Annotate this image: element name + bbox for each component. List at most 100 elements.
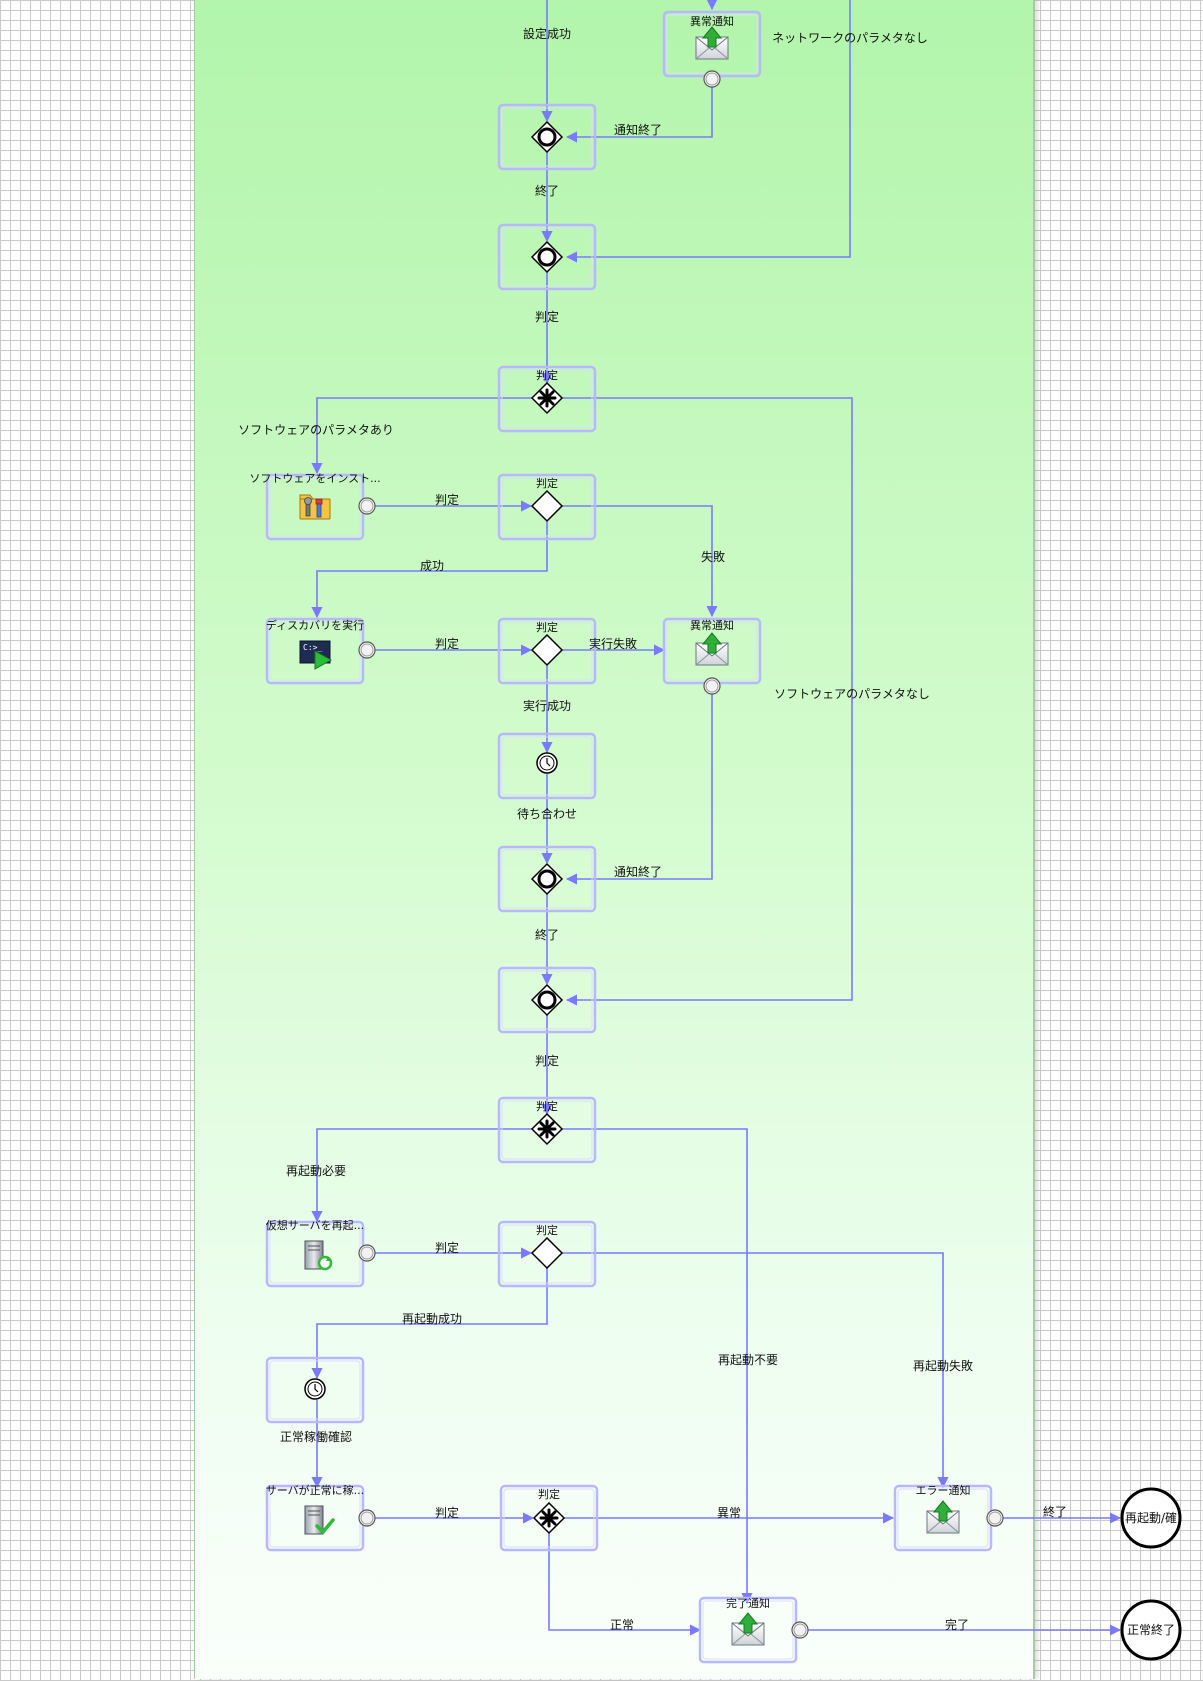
reboot-node[interactable]: 仮想サーバを再起... bbox=[265, 1218, 376, 1288]
console-execute-icon bbox=[299, 640, 332, 670]
swimlane bbox=[194, 0, 1035, 1679]
complex-node[interactable]: 判定 bbox=[497, 1096, 597, 1164]
merge-gateway-icon bbox=[530, 240, 564, 274]
merge-node[interactable] bbox=[497, 845, 597, 913]
edge-label: 判定 bbox=[535, 309, 559, 324]
node-title: 完了通知 bbox=[726, 1596, 770, 1610]
edge-label: 判定 bbox=[535, 1053, 559, 1068]
edge-label: 終了 bbox=[535, 927, 559, 942]
mail-node[interactable]: 異常通知 bbox=[662, 617, 762, 695]
edge-label: 通知終了 bbox=[614, 864, 662, 879]
node-title: 判定 bbox=[536, 476, 558, 490]
edge-label: ソフトウェアのパラメタあり bbox=[238, 423, 394, 437]
edge-label: 異常 bbox=[717, 1506, 741, 1520]
edge-label: ネットワークのパラメタなし bbox=[772, 31, 928, 45]
node-title: ソフトウェアをインスト... bbox=[249, 472, 380, 485]
complex-node[interactable]: 判定 bbox=[499, 1484, 599, 1552]
output-port-icon[interactable] bbox=[791, 1621, 809, 1639]
merge-gateway-icon bbox=[530, 983, 564, 1017]
server-reboot-icon bbox=[303, 1239, 333, 1271]
end-node[interactable]: 正常終了 bbox=[1120, 1599, 1182, 1661]
decision-gateway-icon bbox=[531, 1237, 563, 1269]
edge-label: ソフトウェアのパラメタなし bbox=[774, 687, 930, 701]
complex-node[interactable]: 判定 bbox=[497, 365, 597, 433]
node-title: 判定 bbox=[538, 1487, 560, 1501]
edge-label: 判定 bbox=[435, 492, 459, 507]
edge-label: 再起動失敗 bbox=[913, 1358, 973, 1373]
edge-label: 再起動不要 bbox=[718, 1353, 778, 1367]
merge-gateway-icon bbox=[530, 120, 564, 154]
output-port-icon[interactable] bbox=[703, 70, 721, 88]
server-check-icon bbox=[303, 1504, 335, 1536]
merge-node[interactable] bbox=[497, 103, 597, 171]
connector bbox=[562, 397, 853, 1006]
output-port-icon[interactable] bbox=[358, 1509, 376, 1527]
connectors bbox=[311, 0, 1122, 1636]
software-install-icon bbox=[299, 494, 331, 520]
edge-label: 正常 bbox=[610, 1618, 634, 1632]
output-port-icon[interactable] bbox=[986, 1509, 1004, 1527]
connector bbox=[565, 0, 851, 263]
node-title: エラー通知 bbox=[916, 1483, 971, 1497]
merge-gateway-icon bbox=[530, 862, 564, 896]
connector bbox=[311, 1268, 548, 1380]
install-node[interactable]: ソフトウェアをインスト... bbox=[249, 472, 381, 541]
node-title: 判定 bbox=[536, 620, 558, 634]
output-port-icon[interactable] bbox=[703, 677, 721, 695]
connector bbox=[311, 521, 548, 619]
end-node[interactable]: 再起動/確 bbox=[1120, 1487, 1182, 1549]
edge-label: 判定 bbox=[435, 1240, 459, 1255]
discovery-node[interactable]: ディスカバリを実行 bbox=[265, 617, 376, 685]
edge-label: 成功 bbox=[420, 559, 444, 573]
decision-gateway-icon bbox=[531, 490, 563, 522]
edge-label: 待ち合わせ bbox=[517, 806, 577, 821]
edge-label: 判定 bbox=[435, 1505, 459, 1520]
node-title: サーバが正常に稼... bbox=[266, 1483, 364, 1497]
decision-node[interactable]: 判定 bbox=[497, 617, 597, 685]
connector bbox=[562, 1128, 753, 1605]
timer-node[interactable] bbox=[265, 1356, 365, 1424]
complex-gateway-icon bbox=[530, 1112, 564, 1146]
edge-label: 正常稼働確認 bbox=[280, 1429, 352, 1444]
mail-node[interactable]: 異常通知 bbox=[662, 10, 762, 88]
edge-label: 終了 bbox=[535, 183, 559, 198]
merge-node[interactable] bbox=[497, 223, 597, 291]
timer-icon bbox=[536, 752, 558, 774]
timer-icon bbox=[304, 1378, 326, 1400]
connector bbox=[562, 505, 718, 618]
node-title: 異常通知 bbox=[690, 618, 734, 632]
edge-label: 失敗 bbox=[701, 549, 725, 564]
edge-label: 実行成功 bbox=[523, 698, 571, 713]
connector bbox=[562, 1252, 949, 1489]
mail-upload-icon bbox=[926, 1500, 960, 1534]
decision-node[interactable]: 判定 bbox=[497, 1220, 597, 1288]
edge-label: 終了 bbox=[1043, 1504, 1067, 1519]
mail-node[interactable]: エラー通知 bbox=[893, 1483, 1004, 1552]
complex-gateway-icon bbox=[532, 1501, 566, 1535]
output-port-icon[interactable] bbox=[358, 641, 376, 659]
node-title: 判定 bbox=[536, 1223, 558, 1237]
connector bbox=[311, 397, 532, 475]
merge-node[interactable] bbox=[497, 966, 597, 1034]
output-port-icon[interactable] bbox=[358, 1244, 376, 1262]
node-title: 判定 bbox=[536, 368, 558, 382]
connector bbox=[548, 1533, 702, 1636]
complex-gateway-icon bbox=[530, 381, 564, 415]
edge-label: 設定成功 bbox=[523, 26, 571, 41]
node-title: ディスカバリを実行 bbox=[266, 618, 364, 632]
server-check-node[interactable]: サーバが正常に稼... bbox=[265, 1483, 376, 1552]
mail-node[interactable]: 完了通知 bbox=[698, 1596, 809, 1664]
node-title: 異常通知 bbox=[690, 14, 734, 28]
decision-gateway-icon bbox=[531, 634, 563, 666]
mail-upload-icon bbox=[731, 1612, 765, 1646]
edge-label: 再起動必要 bbox=[286, 1164, 346, 1178]
decision-node[interactable]: 判定 bbox=[497, 473, 597, 541]
edge-label: 通知終了 bbox=[614, 122, 662, 137]
timer-node[interactable] bbox=[497, 732, 597, 800]
edge-labels: 設定成功 通知終了 ネットワークのパラメタなし 終了 判定 ソフトウェアのパラメ… bbox=[238, 26, 1067, 1632]
mail-upload-icon bbox=[695, 632, 729, 666]
connector bbox=[565, 694, 713, 885]
end-node-label: 正常終了 bbox=[1127, 1622, 1175, 1637]
output-port-icon[interactable] bbox=[358, 497, 376, 515]
